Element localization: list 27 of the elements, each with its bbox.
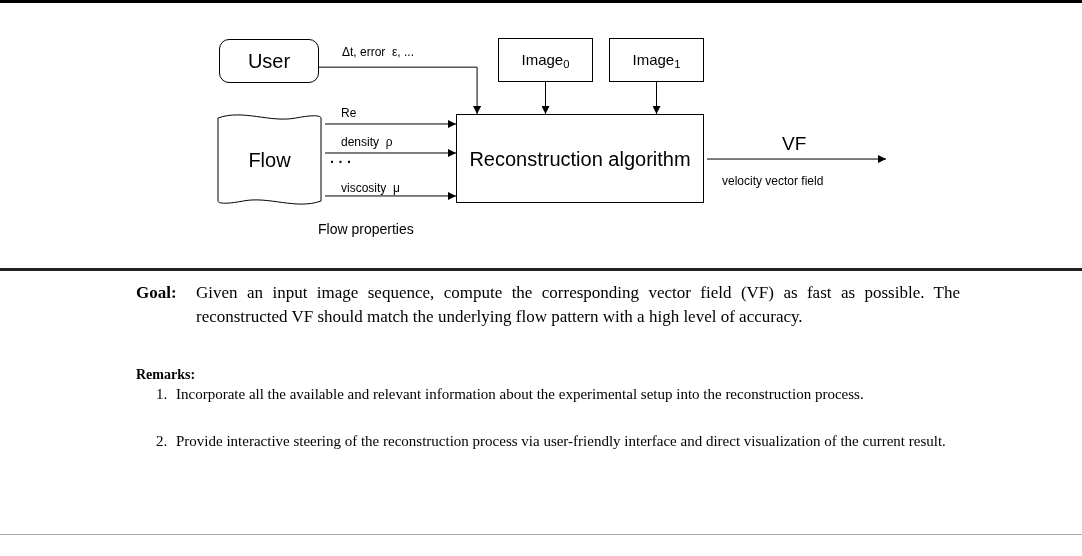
node-caption: Flow properties <box>318 220 414 239</box>
edge-label: VF <box>782 132 807 156</box>
arrow <box>324 191 457 200</box>
edge-label: Δt, error ε, ... <box>342 44 415 61</box>
remarks-heading: Remarks: <box>136 366 196 384</box>
list-number: 1. <box>156 385 168 404</box>
process-box: Image$_{0}$ <box>498 38 593 82</box>
arrow <box>706 155 887 164</box>
arrow <box>318 66 482 115</box>
arrow <box>324 119 457 128</box>
output-description: velocity vector field <box>722 173 824 190</box>
edge-label: viscosity μ <box>341 180 400 197</box>
arrow <box>652 81 661 115</box>
arrow <box>541 81 550 115</box>
process-box: Image$_{1}$ <box>609 38 704 82</box>
remark-text: Incorporate all the available and relevant information about the experimental setup into the reconstruction process. <box>176 385 865 404</box>
arrow <box>324 149 457 157</box>
list-number: 2. <box>156 432 168 451</box>
ellipsis: · · · <box>330 153 352 172</box>
remark-text: Provide interactive steering of the reconstruction process via user-friendly interface and direct visualization of the current result. <box>176 432 947 451</box>
goal-paragraph: Given an input image sequence, compute the corresponding vector field (VF) as fast as possible. The reconstructed VF should match the underlying flow pattern with a high level of accuracy. <box>196 282 960 328</box>
goal-heading: Goal: <box>136 282 177 304</box>
edge-label: density ρ <box>341 134 393 151</box>
rounded-box: User <box>219 39 319 83</box>
wavy-banner: Flow <box>217 113 322 206</box>
process-box: Reconstruction algorithm <box>456 114 704 203</box>
edge-label: Re <box>341 105 357 122</box>
